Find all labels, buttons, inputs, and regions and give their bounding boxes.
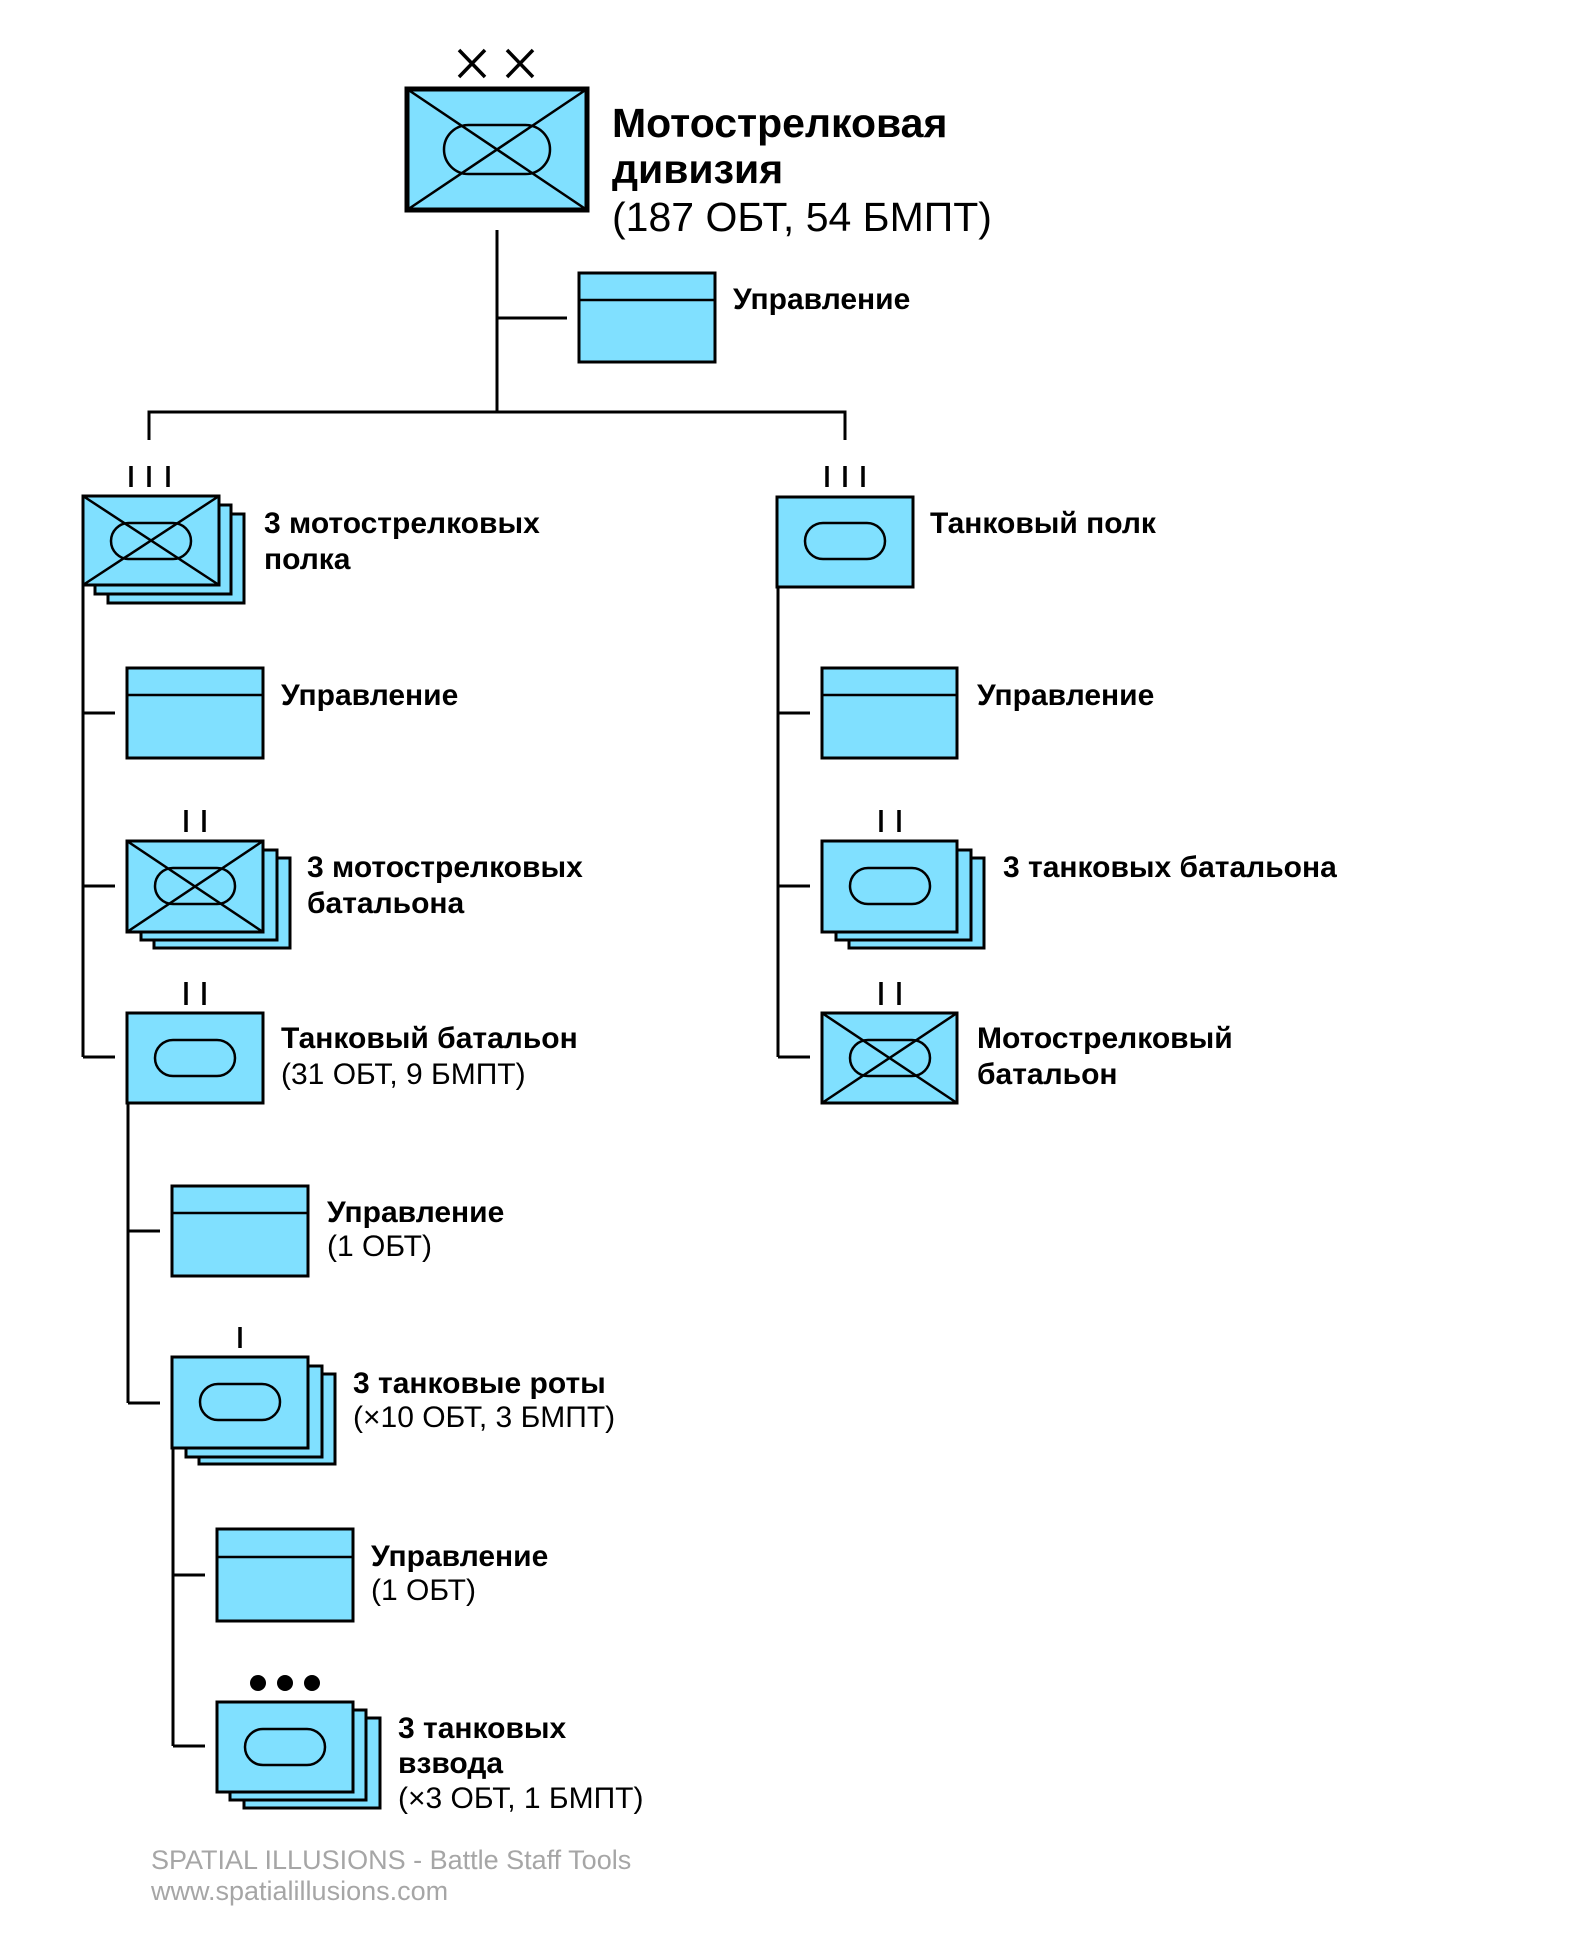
regiment-hq-label: Управление: [281, 679, 458, 712]
tank-platoons-label-line2: взвода: [398, 1747, 503, 1780]
mr-battalion-label-line2: батальон: [977, 1058, 1118, 1091]
battalion-hq-strength: (1 ОБТ): [327, 1230, 432, 1263]
tank-platoons-strength: (×3 ОБТ, 1 БМПТ): [398, 1782, 643, 1815]
footer-credit: SPATIAL ILLUSIONS - Battle Staff Tools w…: [150, 1845, 631, 1906]
tank-battalions-node: 3 танковых батальона: [820, 810, 1337, 950]
mr-battalion-label-line1: Мотострелковый: [977, 1022, 1233, 1055]
division-title-line2: дивизия: [612, 146, 783, 192]
tank-regiment-label: Танковый полк: [930, 507, 1157, 540]
motor-rifle-battalion-stack-icon: [125, 839, 292, 950]
company-hq-label: Управление: [371, 1540, 548, 1573]
company-hq-strength: (1 ОБТ): [371, 1574, 476, 1607]
hq-unit-icon: [125, 666, 265, 760]
division-hq-label: Управление: [733, 283, 910, 316]
armor-battalion-stack-icon: [820, 839, 986, 950]
hq-unit-icon: [820, 666, 959, 760]
footer-brand: SPATIAL ILLUSIONS - Battle Staff Tools: [151, 1845, 631, 1875]
mr-battalions-node: 3 мотострелковых батальона: [125, 810, 583, 950]
echelon-iii-icon: [129, 466, 170, 487]
echelon-ii-icon: [879, 982, 901, 1005]
motor-rifle-battalion-icon: [820, 1011, 959, 1105]
tank-companies-strength: (×10 ОБТ, 3 БМПТ): [353, 1401, 615, 1434]
mr-battalions-label-line2: батальона: [307, 887, 465, 920]
mr-regiments-node: 3 мотострелковых полка: [81, 466, 540, 605]
branch-connector: [147, 410, 847, 440]
division-node: Мотострелковая дивизия (187 ОБТ, 54 БМПТ…: [404, 48, 992, 240]
armor-company-stack-icon: [170, 1355, 337, 1466]
echelon-ii-icon: [879, 810, 901, 832]
tank-battalion-label: Танковый батальон: [281, 1022, 578, 1055]
tank-platoons-label-line1: 3 танковых: [398, 1712, 567, 1745]
echelon-ii-icon: [184, 982, 206, 1005]
tank-regiment-hq-label: Управление: [977, 679, 1154, 712]
mr-battalion-node: Мотострелковый батальон: [820, 982, 1233, 1105]
division-hq-node: Управление: [577, 271, 910, 364]
armor-platoon-stack-icon: [215, 1700, 382, 1810]
tank-regiment-node: Танковый полк: [775, 466, 1157, 589]
tank-companies-node: 3 танковые роты (×10 ОБТ, 3 БМПТ): [170, 1327, 615, 1466]
mr-regiments-label-line2: полка: [264, 543, 351, 576]
tank-platoons-node: 3 танковых взвода (×3 ОБТ, 1 БМПТ): [215, 1675, 643, 1815]
echelon-iii-icon: [825, 466, 865, 487]
motor-rifle-regiment-stack-icon: [81, 494, 246, 605]
motor-rifle-division-icon: [404, 86, 590, 213]
battalion-hq-node: Управление (1 ОБТ): [170, 1184, 504, 1278]
mr-battalions-label-line1: 3 мотострелковых: [307, 851, 583, 884]
company-hq-node: Управление (1 ОБТ): [215, 1527, 548, 1623]
tank-battalion-strength: (31 ОБТ, 9 БМПТ): [281, 1058, 526, 1091]
tank-regiment-hq-node: Управление: [820, 666, 1154, 760]
hq-unit-icon: [577, 271, 717, 364]
echelon-xx-icon: [457, 48, 535, 79]
tank-battalions-label: 3 танковых батальона: [1003, 851, 1337, 884]
footer-url: www.spatialillusions.com: [150, 1876, 448, 1906]
hq-unit-icon: [215, 1527, 355, 1623]
mr-regiments-label-line1: 3 мотострелковых: [264, 507, 540, 540]
regiment-hq-node: Управление: [125, 666, 458, 760]
battalion-hq-label: Управление: [327, 1196, 504, 1229]
division-strength: (187 ОБТ, 54 БМПТ): [612, 194, 992, 240]
echelon-platoon-dots-icon: [250, 1675, 320, 1691]
tank-companies-label: 3 танковые роты: [353, 1367, 606, 1400]
armor-regiment-icon: [775, 495, 915, 589]
tank-battalion-node: Танковый батальон (31 ОБТ, 9 БМПТ): [125, 982, 578, 1105]
hq-unit-icon: [170, 1184, 310, 1278]
echelon-ii-icon: [184, 810, 206, 832]
armor-battalion-icon: [125, 1011, 265, 1105]
division-title-line1: Мотострелковая: [612, 100, 947, 146]
